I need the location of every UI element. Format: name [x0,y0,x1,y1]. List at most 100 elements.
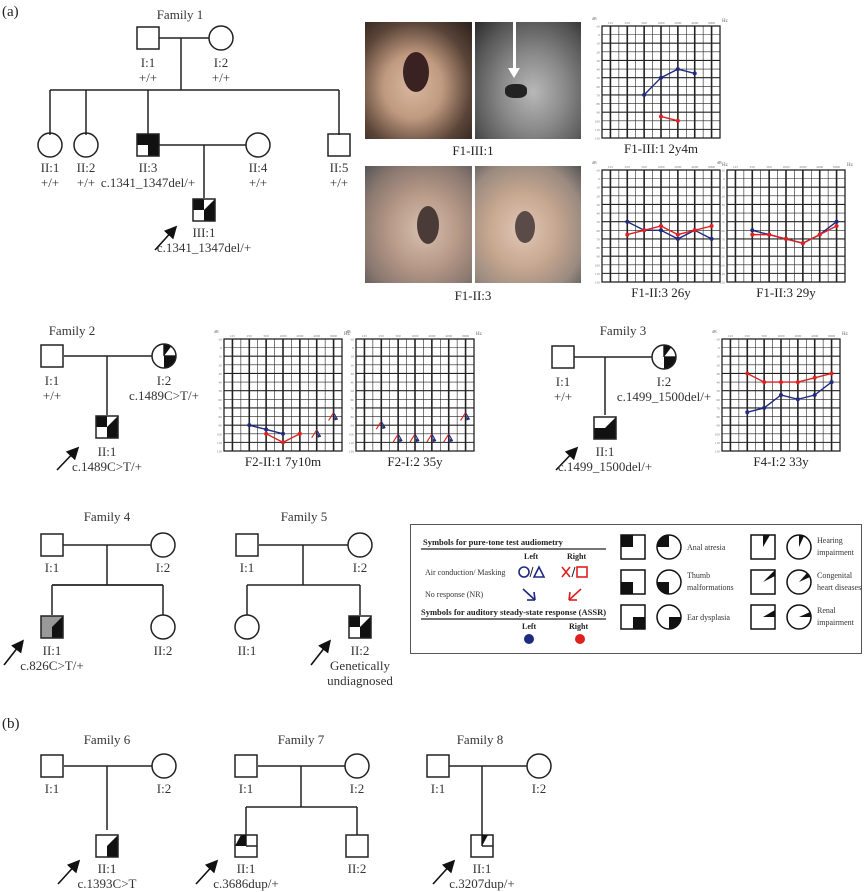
y-tick-label: 30 [597,59,601,63]
member-label: I:1 [45,373,59,388]
nr-left [414,433,420,442]
no-response-marker-icon [443,433,454,443]
legend-assr-left-header: Left [522,622,537,631]
y-tick-label: 50 [219,389,223,393]
symbol-outline [656,534,682,560]
f7-II1 [234,834,258,858]
y-tick-label: 10 [722,186,726,190]
data-point-right [812,375,817,380]
symbol-outline [426,754,450,778]
y-tick-label: 60 [219,398,223,402]
series-line-right [746,372,832,383]
y-axis-label: dB [717,160,722,165]
congenital-heart-diseases-circle-icon [786,569,812,595]
x-tick-label: 500 [762,334,768,338]
data-point-right [829,371,834,376]
ear-dysplasia-square-icon [620,604,646,630]
phenotype-fill [349,616,360,627]
legend-item-anal-atresia: Anal atresia [620,534,726,560]
data-point-left [709,236,714,241]
proband-arrow-icon [57,859,81,885]
y-tick-label: 50 [597,220,601,224]
nr-right [392,433,399,443]
congenital-heart-diseases-square-icon [750,569,776,595]
symbol-outline [656,569,682,595]
member-label: c.1499_1500del/+ [617,389,711,404]
phenotype-fill [633,617,645,629]
legend-label: Thumb [687,571,710,580]
nr-right [426,433,433,443]
y-tick-label: 0 [718,346,720,350]
data-point-right [817,232,822,237]
symbol-outline [620,569,646,595]
y-tick-label: 110 [720,272,725,276]
y-tick-label: 120 [349,450,355,454]
y-axis-label: dB [592,160,597,165]
f7-I2 [344,753,370,779]
f2-II1 [95,415,119,439]
phenotype-fill [52,616,63,627]
member-label: II:1 [98,444,117,459]
y-tick-label: 80 [351,415,355,419]
member-label: II:1 [596,444,615,459]
member-label: c.1489C>T/+ [129,388,199,403]
y-tick-label: 60 [351,398,355,402]
gray-fill [41,616,52,638]
f7-I1 [234,754,258,778]
ct-arrowhead-icon [508,68,520,78]
series-line-left [643,68,695,96]
phenotype-fill [664,357,676,369]
data-point-left [745,410,750,415]
audiogram-title: F4-I:2 33y [753,454,809,469]
y-tick-label: 100 [715,432,721,436]
phenotype-fill [164,344,172,356]
y-tick-label: 0 [598,33,600,37]
ear-photo-f1-iii1 [365,22,472,139]
y-tick-label: -10 [715,338,720,342]
data-point-left [692,71,697,76]
y-tick-label: 60 [722,229,726,233]
y-tick-label: 60 [717,398,721,402]
phenotype-fill [107,416,118,427]
family-title: Family 4 [84,509,131,524]
y-tick-label: 30 [717,372,721,376]
x-tick-label: 125 [733,165,739,169]
legend-assr-right-header: Right [569,622,588,631]
series-line-left [626,221,712,240]
symbol-outline [651,344,677,370]
phenotype-fill [763,610,775,617]
symbol-outline [234,614,260,640]
y-tick-label: 110 [217,441,222,445]
f2-I2 [151,343,177,369]
proband-arrow-icon [56,446,80,471]
x-tick-label: 1000 [658,21,665,25]
symbol-outline [750,569,776,595]
note-line: undiagnosed [327,673,393,688]
nr-left [431,433,437,442]
audiogram-grid [721,338,841,452]
no-response-marker-icon [426,433,437,443]
y-axis-label: dB [346,329,351,334]
y-tick-label: 120 [595,281,601,285]
proband-arrow-icon [3,639,24,666]
data-point-right [745,371,750,376]
legend-label: Anal atresia [687,543,726,552]
f5-II2 [348,615,372,639]
x-tick-label: 8000 [708,21,715,25]
proband-arrow-icon [310,639,331,666]
member-label: c.3207dup/+ [449,876,514,891]
member-label: +/+ [212,70,230,85]
x-tick-label: 1000 [412,334,419,338]
data-point-left [829,380,834,385]
x-tick-label: 1000 [783,165,790,169]
y-tick-label: 40 [597,68,601,72]
y-tick-label: 90 [597,111,601,115]
data-point-left [659,228,663,233]
photo-caption-f1-iii1: F1-III:1 [452,143,494,158]
nr-left [380,420,386,429]
legend-box: Symbols for pure-tone test audiometry Le… [410,524,862,654]
data-point-right [659,224,663,228]
y-tick-label: -10 [595,25,600,29]
y-tick-label: 0 [220,346,222,350]
